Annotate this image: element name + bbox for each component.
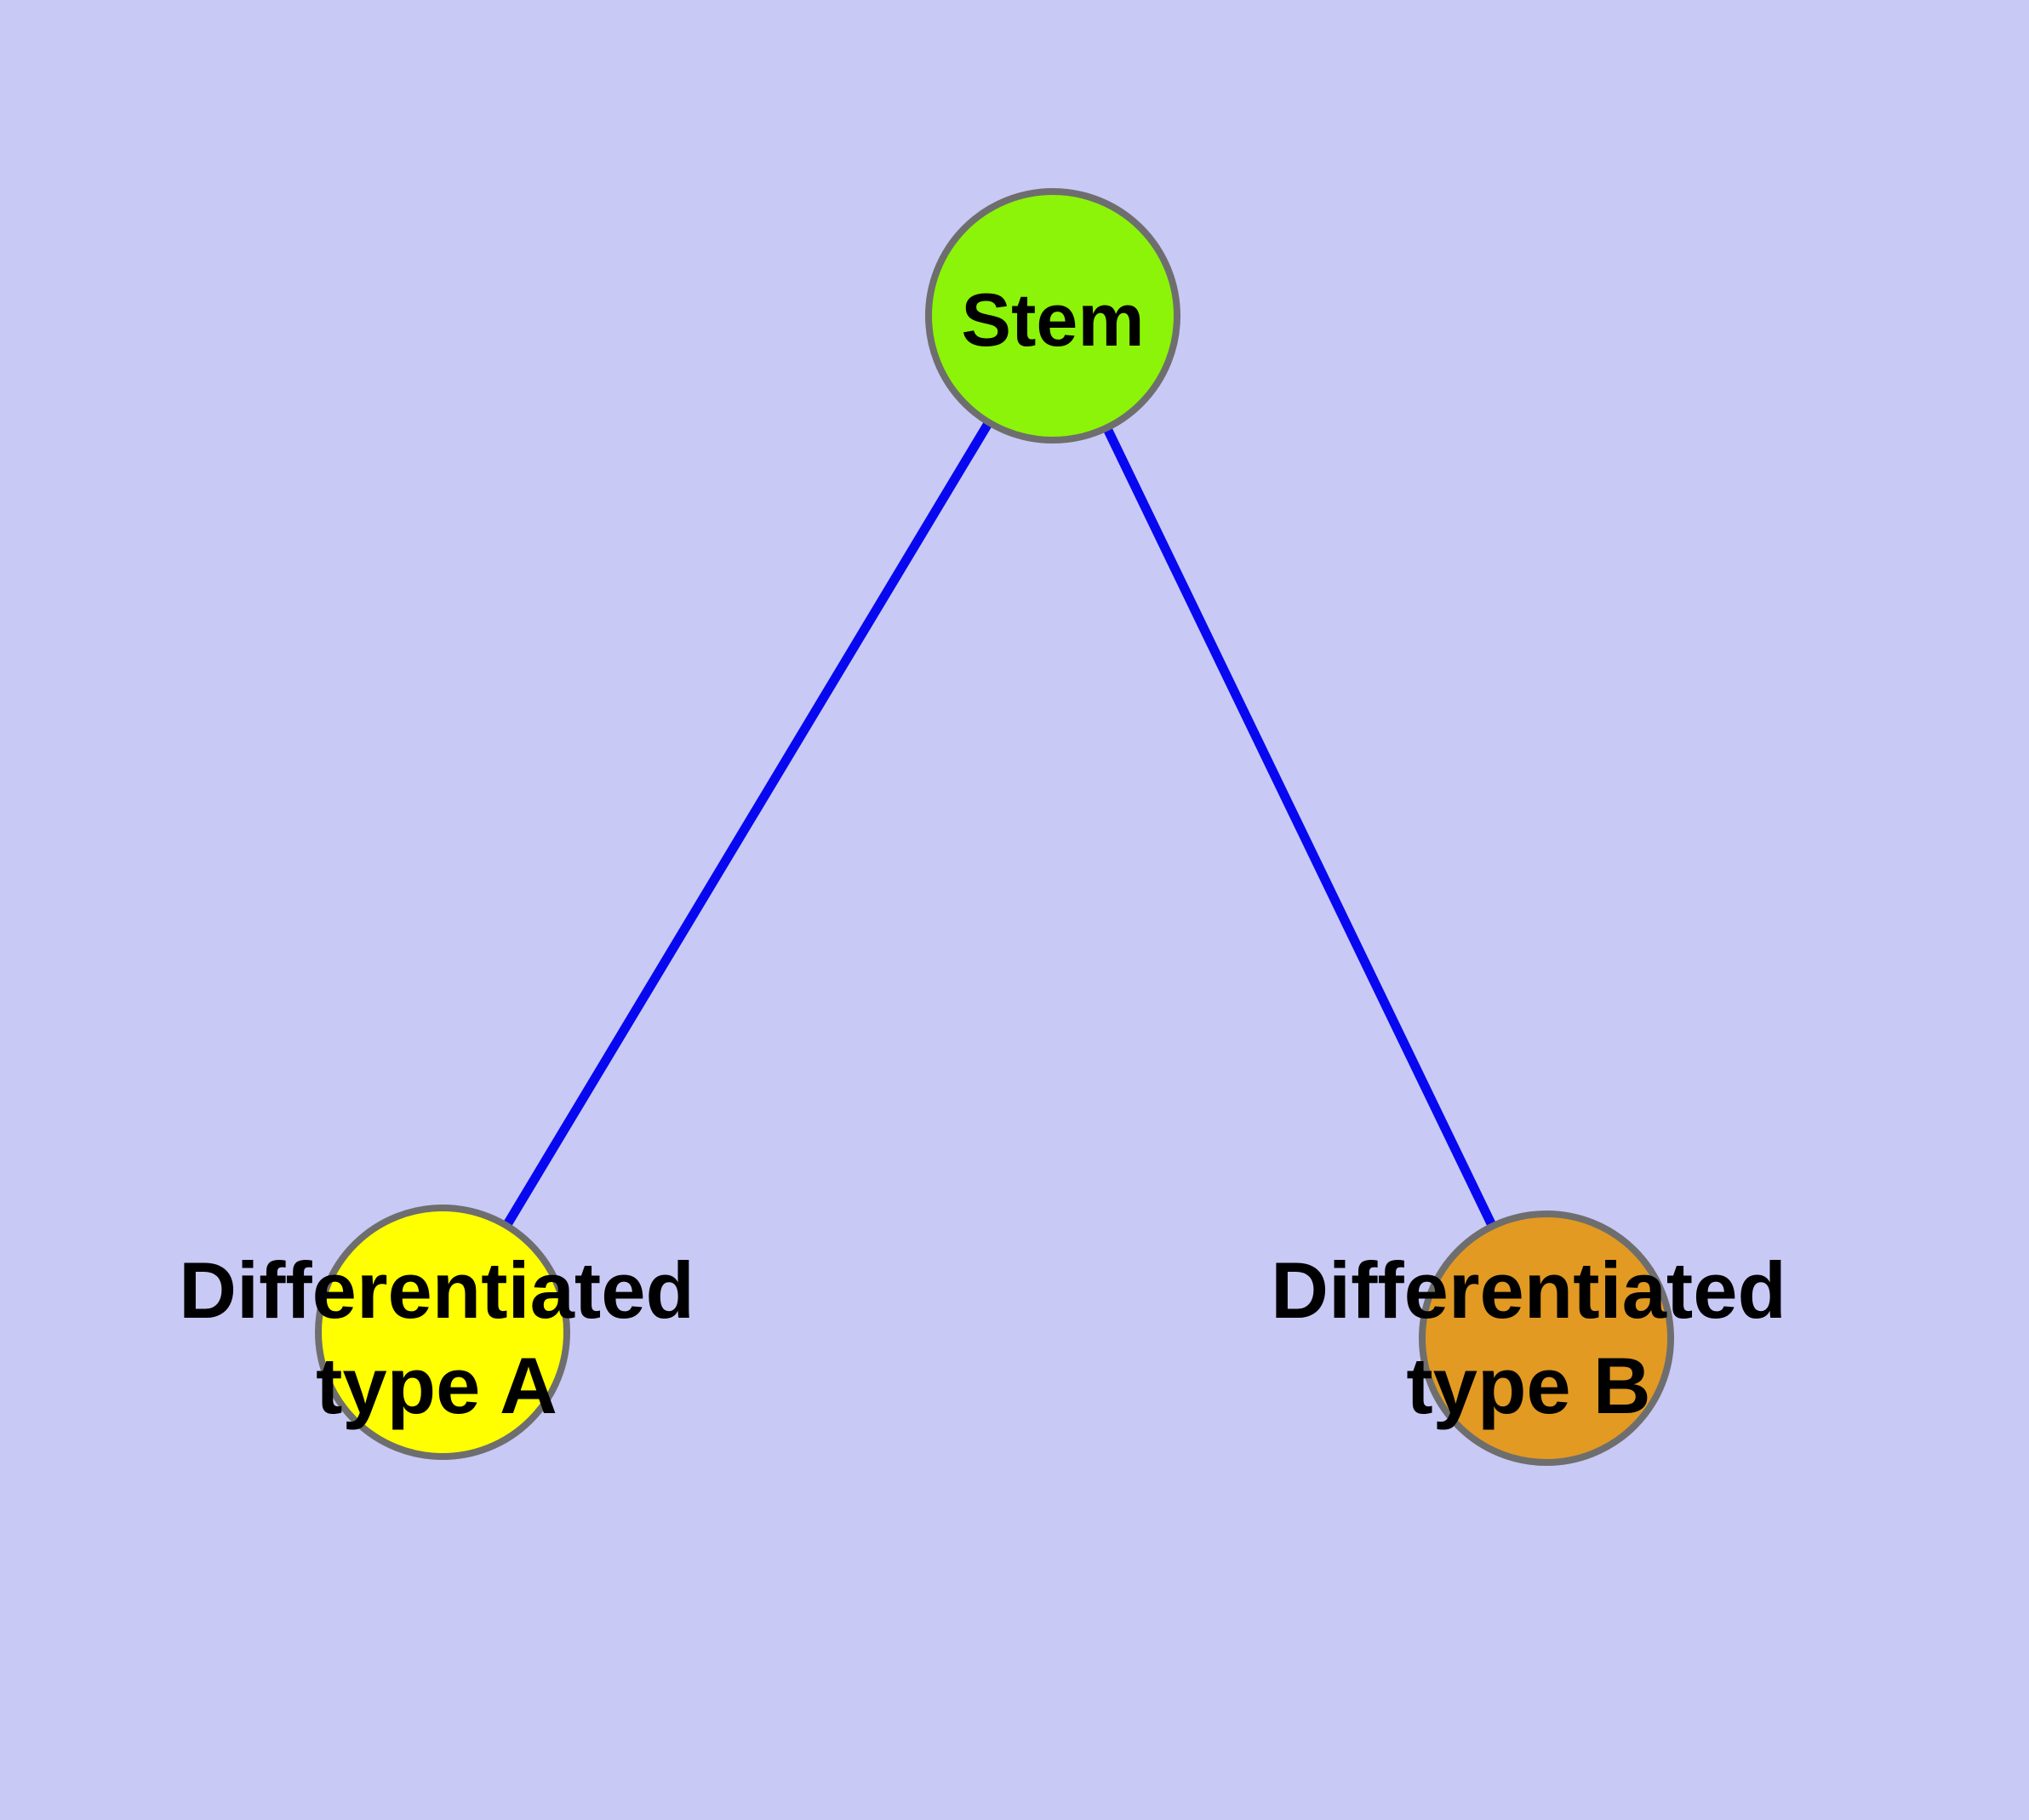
node-stem — [925, 188, 1180, 444]
node-differentiated-type-b-label-line-2: type B — [1406, 1341, 1650, 1430]
node-differentiated-type-a-label-line-1: Differentiated — [179, 1245, 694, 1335]
edge-stem-to-differentiated-type-b — [1049, 313, 1551, 1341]
edge-stem-to-differentiated-type-a — [438, 313, 1057, 1335]
node-stem-label: Stem — [961, 278, 1144, 362]
node-differentiated-type-b — [1419, 1210, 1674, 1466]
node-differentiated-type-a-label-line-2: type A — [316, 1341, 557, 1430]
node-differentiated-type-b-label-line-1: Differentiated — [1271, 1245, 1786, 1335]
node-differentiated-type-a — [315, 1205, 570, 1460]
